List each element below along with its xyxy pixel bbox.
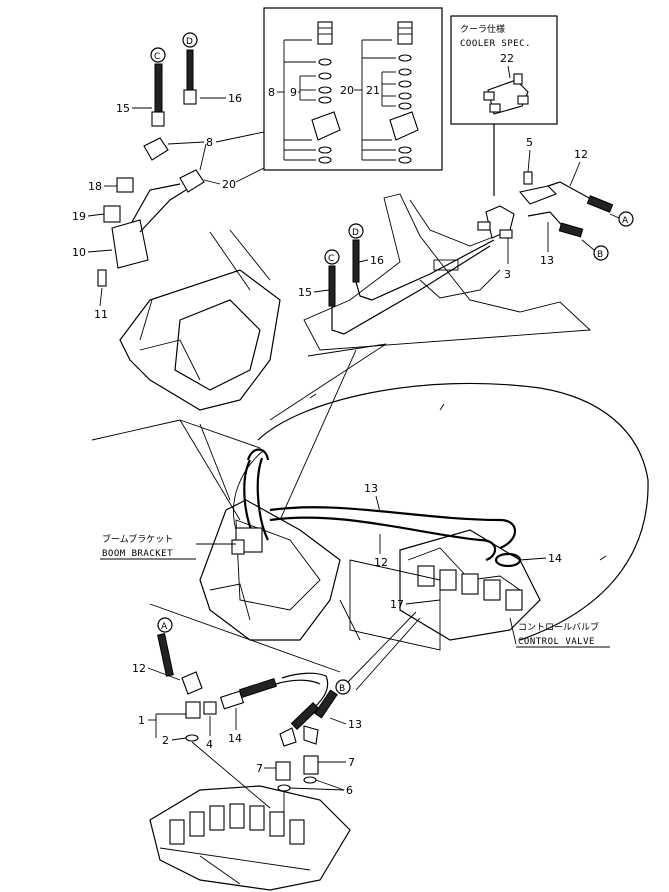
callout-8-box: 8 — [268, 86, 275, 99]
seal-kit-left-stack — [283, 21, 341, 164]
callout-7-left: 7 — [256, 762, 263, 775]
callout-15-right: 15 — [298, 286, 312, 299]
port-c-top-left: C — [154, 52, 160, 62]
callout-20: 20 — [222, 178, 236, 191]
port-b-top-right: B — [597, 250, 603, 260]
seal-kit-detail-box: 8 9 20 21 — [263, 7, 443, 171]
callout-12-top: 12 — [574, 148, 588, 161]
lower-pointer-lines — [149, 603, 421, 691]
callout-14-bottom: 14 — [228, 732, 242, 745]
callout-3: 3 — [504, 268, 511, 281]
top-right-assembly: A B 5 12 13 3 C D 15 16 — [298, 136, 634, 357]
callout-1: 1 — [138, 714, 145, 727]
control-valve-jp-label: コントロールバルブ — [518, 621, 599, 633]
callout-16-right: 16 — [370, 254, 384, 267]
callout-17: 17 — [390, 598, 404, 611]
callout-21: 21 — [366, 84, 380, 97]
bottom-detail-group: A B 12 1 — [132, 617, 362, 891]
callout-12-main: 12 — [374, 556, 388, 569]
callout-9: 9 — [290, 86, 297, 99]
top-left-fitting-group: C D 15 16 8 20 18 19 10 11 — [72, 32, 265, 321]
cooler-spec-jp-label: クーラ仕様 — [460, 23, 505, 35]
port-d-top-right: D — [352, 228, 359, 238]
callout-10: 10 — [72, 246, 86, 259]
callout-6: 6 — [346, 784, 353, 797]
callout-16-top: 16 — [228, 92, 242, 105]
callout-2: 2 — [162, 734, 169, 747]
port-c-top-right: C — [328, 254, 334, 264]
view-pointer-lines — [179, 343, 387, 521]
cooler-spec-en-label: COOLER SPEC. — [460, 39, 531, 49]
callout-11: 11 — [94, 308, 108, 321]
callout-20-box: 20 — [340, 84, 354, 97]
main-machine-view: 13 12 14 17 ブームブラケット BOOM BRACKET コントロール… — [100, 382, 649, 651]
port-a-bottom: A — [161, 622, 168, 632]
port-b-bottom: B — [339, 684, 345, 694]
port-d-top-left: D — [186, 37, 193, 47]
callout-13-main: 13 — [364, 482, 378, 495]
callout-13-bottom: 13 — [348, 718, 362, 731]
seal-kit-right-stack — [361, 21, 419, 164]
callout-22: 22 — [500, 52, 514, 65]
callout-13-top: 13 — [540, 254, 554, 267]
callout-15-top: 15 — [116, 102, 130, 115]
boom-bracket-jp-label: ブームブラケット — [102, 533, 173, 545]
control-valve-en-label: CONTROL VALVE — [518, 637, 595, 647]
callout-12-bottom: 12 — [132, 662, 146, 675]
callout-14-main: 14 — [548, 552, 562, 565]
callout-7-right: 7 — [348, 756, 355, 769]
callout-8: 8 — [206, 136, 213, 149]
boom-base-sketch-top — [91, 229, 281, 449]
callout-4: 4 — [206, 738, 213, 751]
boom-bracket-en-label: BOOM BRACKET — [102, 549, 173, 559]
callout-19: 19 — [72, 210, 86, 223]
cooler-spec-box: クーラ仕様 COOLER SPEC. 22 — [450, 15, 558, 196]
port-a-top-right: A — [622, 216, 629, 226]
callout-5: 5 — [526, 136, 533, 149]
callout-18: 18 — [88, 180, 102, 193]
